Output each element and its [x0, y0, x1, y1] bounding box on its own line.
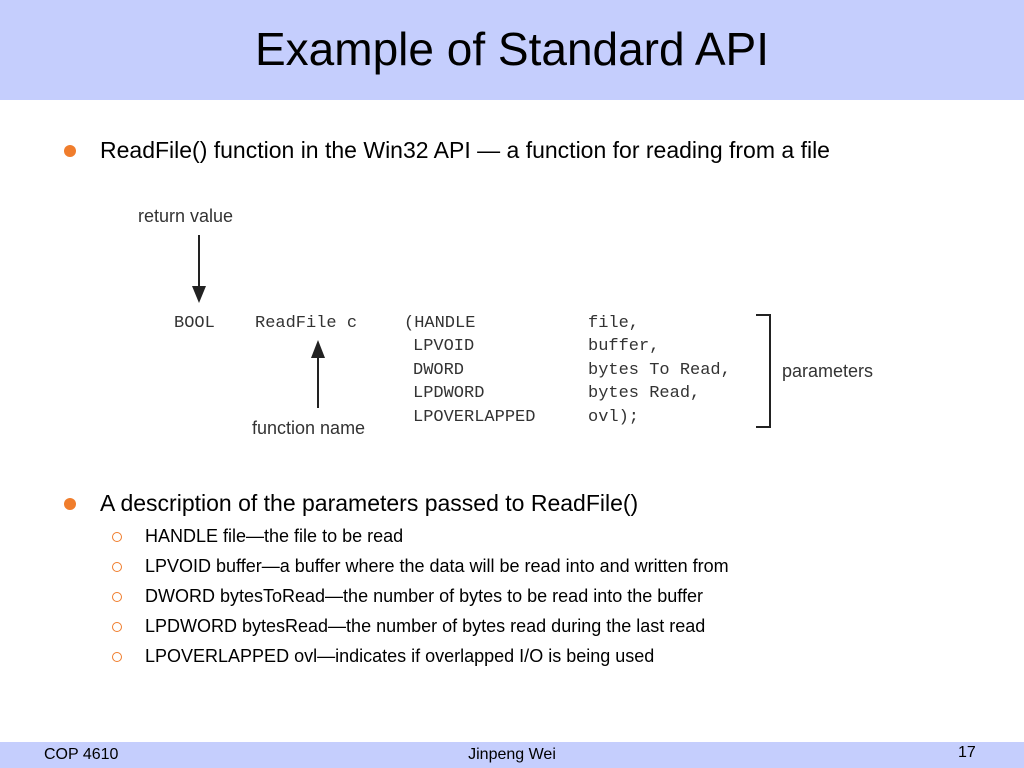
param-name: buffer, — [588, 337, 660, 356]
sub-bullet-circle — [112, 532, 122, 542]
bullet-dot — [64, 145, 76, 157]
param-name: bytes To Read, — [588, 361, 731, 380]
footer-author: Jinpeng Wei — [468, 746, 556, 763]
param-type: LPOVERLAPPED — [413, 408, 536, 427]
return-value-label: return value — [138, 206, 234, 226]
return-type: BOOL — [174, 314, 215, 333]
sub-bullet-text: LPVOID buffer—a buffer where the data wi… — [145, 556, 729, 576]
page-number: 17 — [958, 744, 976, 761]
function-name-label: function name — [252, 418, 366, 438]
sub-bullet-text: LPDWORD bytesRead—the number of bytes re… — [145, 616, 706, 636]
param-type: DWORD — [413, 361, 465, 380]
sub-bullet-text: LPOVERLAPPED ovl—indicates if overlapped… — [145, 646, 655, 666]
sub-bullet-circle — [112, 652, 122, 662]
sub-bullet-circle — [112, 562, 122, 572]
footer-course: COP 4610 — [44, 746, 119, 763]
title-band — [0, 0, 1024, 100]
slide-title: Example of Standard API — [255, 23, 769, 75]
sub-bullet-circle — [112, 592, 122, 602]
parameters-label: parameters — [782, 361, 874, 381]
footer-band — [0, 742, 1024, 768]
sub-bullet-text: HANDLE file—the file to be read — [145, 526, 404, 546]
bullet-text: ReadFile() function in the Win32 API — a… — [100, 137, 830, 163]
param-type: LPDWORD — [413, 384, 485, 403]
sub-bullet-circle — [112, 622, 122, 632]
param-type: LPVOID — [413, 337, 475, 356]
bullet-dot — [64, 498, 76, 510]
param-name: ovl); — [588, 408, 640, 427]
bullet-text: A description of the parameters passed t… — [100, 490, 639, 516]
param-name: file, — [588, 314, 640, 333]
param-name: bytes Read, — [588, 384, 701, 403]
sub-bullet-text: DWORD bytesToRead—the number of bytes to… — [145, 586, 703, 606]
param-type: (HANDLE — [404, 314, 476, 333]
function-name: ReadFile c — [255, 314, 358, 333]
